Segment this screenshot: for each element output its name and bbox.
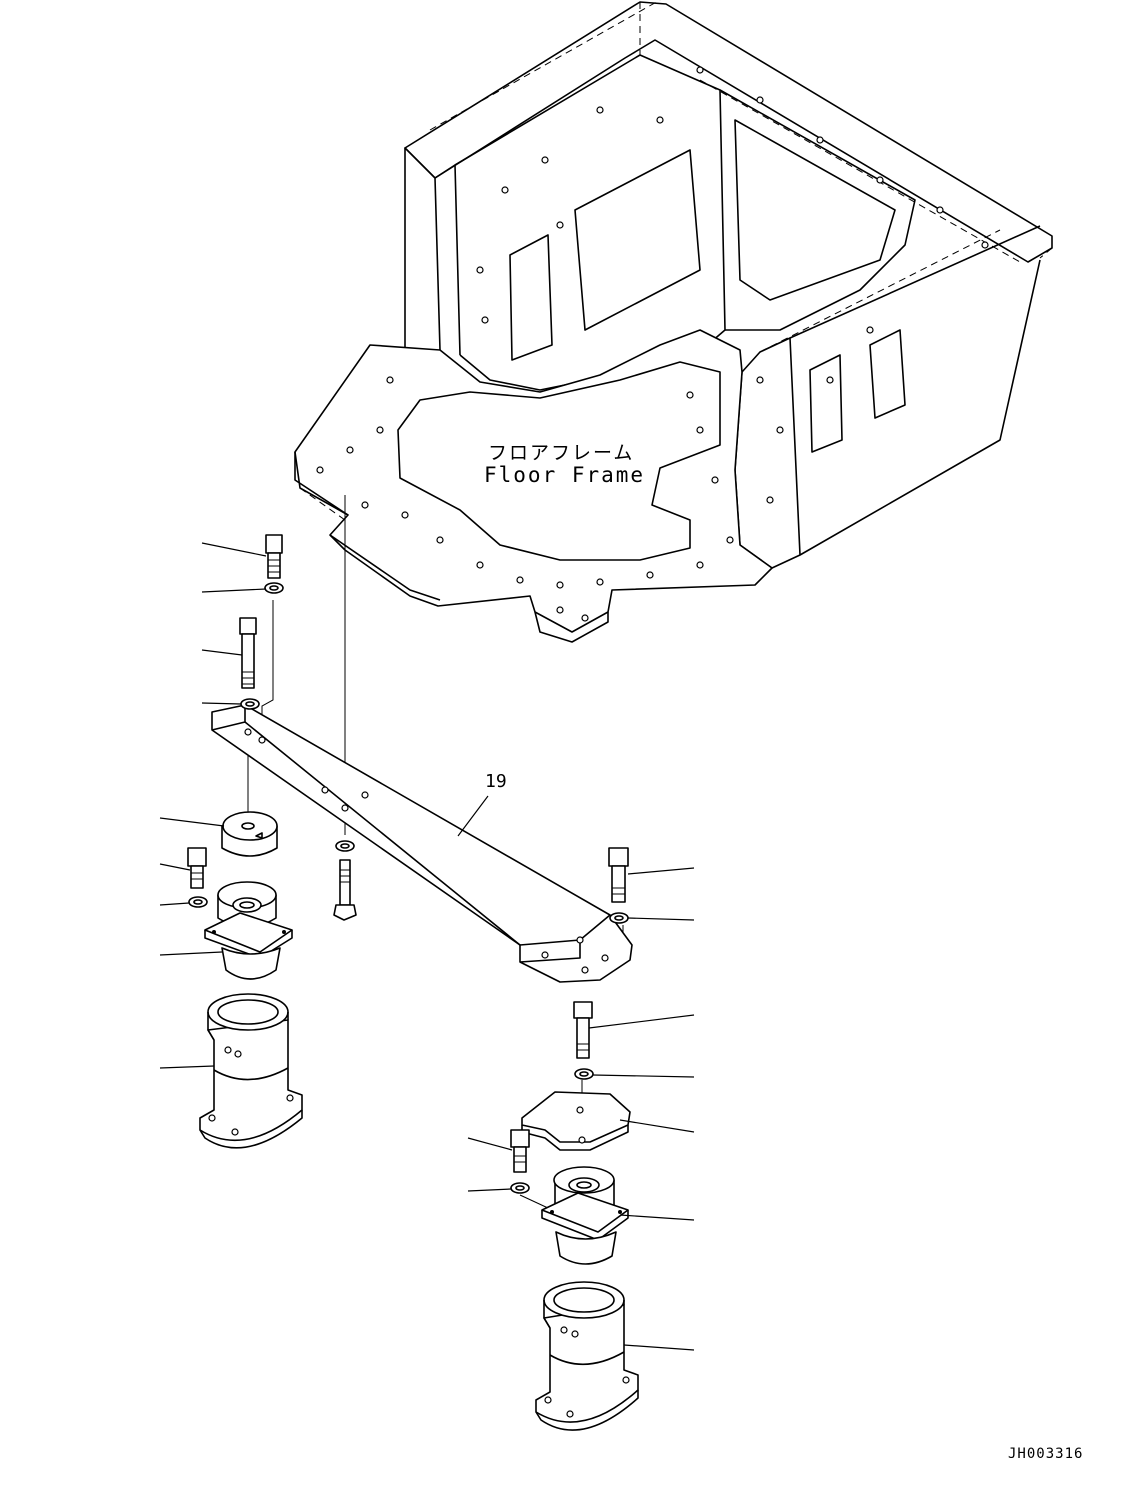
bolt-right-top (609, 848, 628, 902)
washer-right-1 (610, 913, 628, 923)
frame-holes (317, 67, 988, 621)
engine-mount-left (205, 882, 292, 979)
washer-left-2 (241, 699, 259, 709)
floor-frame-label-jp: フロアフレーム (488, 442, 635, 464)
washer-center (336, 841, 354, 851)
drawing-code: JH003316 (1008, 1446, 1084, 1462)
cross-member (212, 705, 632, 982)
bolt-left-small (188, 848, 206, 888)
bolt-left-top (266, 535, 282, 578)
part-number-callout: 19 (485, 771, 507, 792)
bolt-left-long (240, 618, 256, 688)
engine-mount-right (542, 1167, 628, 1264)
spacer-left (222, 812, 277, 856)
washer-right-2 (575, 1069, 593, 1079)
mount-cover-plate (522, 1092, 630, 1150)
leader-lines (160, 543, 694, 1350)
bolt-right-mid (574, 1002, 592, 1058)
mount-bracket-right (536, 1282, 638, 1430)
bolt-right-small (511, 1130, 529, 1172)
mount-bracket-left (200, 994, 302, 1148)
floor-frame (295, 0, 1052, 642)
floor-frame-label-en: Floor Frame (484, 463, 646, 487)
washer-right-3 (511, 1183, 529, 1193)
washer-left-1 (265, 583, 283, 593)
washer-left-3 (189, 897, 207, 907)
bolt-center (334, 860, 356, 920)
